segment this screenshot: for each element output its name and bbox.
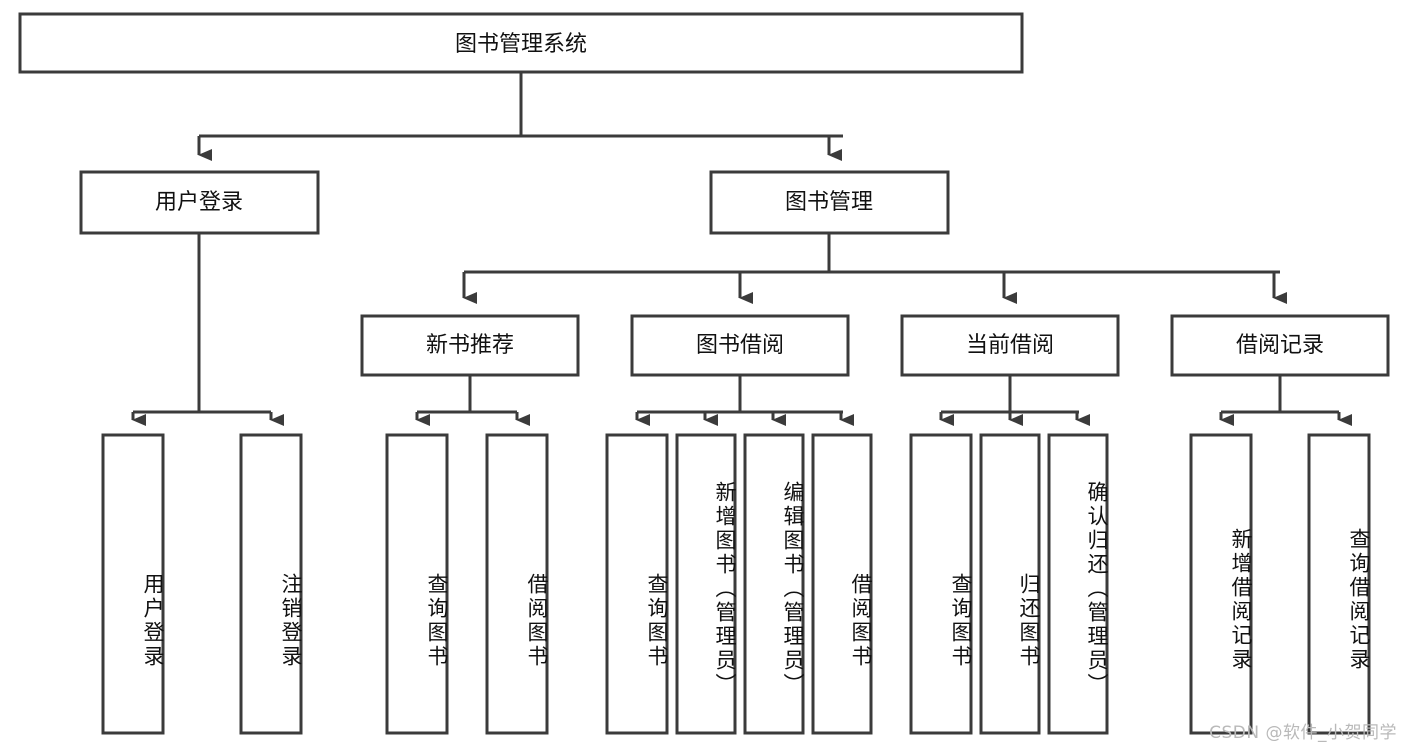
node-book-management[interactable]: 图书管理: [709, 170, 950, 235]
connector-borrowrecord-to-leaves: [1219, 375, 1352, 426]
leaf-boxes: [101, 433, 1371, 735]
connector-currentborrow-to-leaves: [939, 375, 1090, 426]
node-book-management-label: 图书管理: [785, 190, 873, 215]
leaf-box-logout-login[interactable]: [239, 433, 303, 735]
leaf-box-query-book-2[interactable]: [605, 433, 669, 735]
node-new-book-recommend[interactable]: 新书推荐: [360, 314, 580, 377]
leaf-box-user-login[interactable]: [101, 433, 165, 735]
leaf-box-borrow-book-2[interactable]: [811, 433, 873, 735]
leaf-box-confirm-return[interactable]: [1047, 433, 1109, 735]
node-book-borrow[interactable]: 图书借阅: [630, 314, 850, 377]
watermark-text: CSDN @软件_小贺同学: [1209, 723, 1397, 743]
leaf-box-borrow-book-1[interactable]: [485, 433, 549, 735]
connector-userlogin-to-leaves: [131, 233, 284, 426]
node-borrow-record-label: 借阅记录: [1236, 333, 1324, 358]
leaf-box-edit-book[interactable]: [743, 433, 805, 735]
node-root[interactable]: 图书管理系统: [18, 12, 1024, 74]
leaf-box-add-record[interactable]: [1189, 433, 1253, 735]
node-current-borrow[interactable]: 当前借阅: [900, 314, 1120, 377]
leaf-box-query-book-1[interactable]: [385, 433, 449, 735]
node-root-label: 图书管理系统: [455, 32, 587, 57]
leaf-box-query-book-3[interactable]: [909, 433, 973, 735]
node-book-borrow-label: 图书借阅: [696, 333, 784, 358]
node-user-login-label: 用户登录: [155, 190, 243, 215]
leaf-box-add-book[interactable]: [675, 433, 737, 735]
node-new-book-recommend-label: 新书推荐: [426, 333, 514, 358]
connector-bookborrow-to-leaves: [635, 375, 854, 426]
node-current-borrow-label: 当前借阅: [966, 333, 1054, 358]
connector-bookmgmt-to-level3: [462, 233, 1287, 304]
leaf-box-query-record[interactable]: [1307, 433, 1371, 735]
connector-root-to-level2: [197, 72, 843, 161]
node-user-login[interactable]: 用户登录: [79, 170, 320, 235]
connector-newbook-to-leaves: [415, 375, 530, 426]
leaf-box-return-book[interactable]: [979, 433, 1041, 735]
node-borrow-record[interactable]: 借阅记录: [1170, 314, 1390, 377]
